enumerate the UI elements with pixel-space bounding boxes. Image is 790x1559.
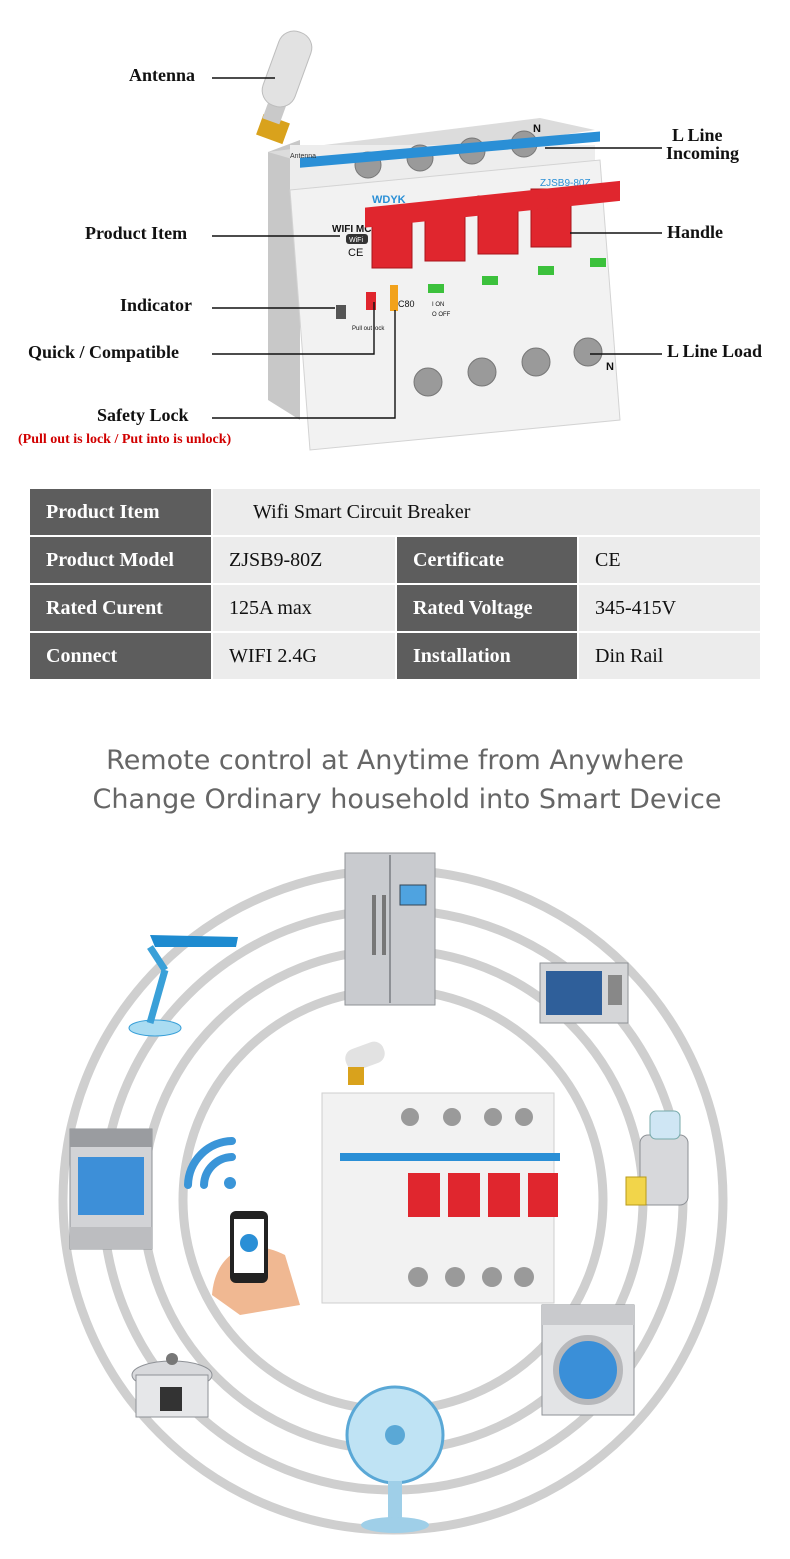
spec-label-cell: Product Item xyxy=(28,487,213,537)
spec-label-cell: Product Model xyxy=(28,535,213,585)
slogan-line-2: Change Ordinary household into Smart Dev… xyxy=(92,784,722,815)
n-mark-top: N xyxy=(533,123,541,135)
washing-machine-icon xyxy=(541,1304,635,1416)
spec-label-cell: Rated Voltage xyxy=(395,583,579,633)
on-text: I ON xyxy=(432,302,444,308)
spec-label-cell: Installation xyxy=(395,631,579,681)
antenna-label: Antenna xyxy=(129,65,196,85)
smart-home-illustration xyxy=(0,835,790,1554)
off-text: O OFF xyxy=(432,312,451,318)
safety-lock-label: Safety Lock xyxy=(97,405,189,425)
spec-value-cell: 125A max xyxy=(211,583,397,633)
antenna-icon xyxy=(256,30,313,145)
oven-icon xyxy=(69,1128,153,1250)
quick-compatible-label: Quick / Compatible xyxy=(28,342,180,362)
handle-group xyxy=(365,180,620,269)
refrigerator-icon xyxy=(344,852,436,1006)
n-mark-bottom: N xyxy=(606,361,614,373)
pull-out-lock-text: Pull out lock xyxy=(352,326,385,332)
l-line-incoming-label-1: L Line xyxy=(672,125,723,145)
rating-text: C80 xyxy=(398,299,415,309)
spec-label-cell: Connect xyxy=(28,631,213,681)
circuit-breaker-icon xyxy=(321,1041,560,1304)
model-text: ZJSB9-80Z xyxy=(540,178,591,189)
juicer-icon xyxy=(625,1110,689,1206)
wifi-icon xyxy=(184,1137,236,1189)
spec-value-cell: CE xyxy=(576,535,763,585)
slogan-line-1: Remote control at Anytime from Anywhere xyxy=(106,745,684,776)
desk-lamp-icon xyxy=(128,935,238,1037)
circuit-breaker-illustration: WDYK ZJSB9-80Z Antenna WIFI MCB WiFi CE … xyxy=(212,30,662,451)
product-diagram: WDYK ZJSB9-80Z Antenna WIFI MCB WiFi CE … xyxy=(0,0,790,470)
indicator-label: Indicator xyxy=(120,295,192,315)
wifi-badge-text: WiFi xyxy=(349,237,363,244)
spec-value-cell: Wifi Smart Circuit Breaker xyxy=(210,487,763,537)
spec-label-cell: Rated Curent xyxy=(28,583,213,633)
microwave-icon xyxy=(539,962,629,1024)
handle-label: Handle xyxy=(667,222,724,242)
spec-value-cell: Din Rail xyxy=(576,631,763,681)
l-line-incoming-label-2: Incoming xyxy=(666,143,740,163)
l-line-load-label: L Line Load xyxy=(667,341,763,361)
antenna-small-text: Antenna xyxy=(290,153,316,160)
product-item-label: Product Item xyxy=(85,223,188,243)
smartphone-hand-icon xyxy=(212,1211,300,1315)
spec-label-cell: Certificate xyxy=(395,535,579,585)
rice-cooker-icon xyxy=(131,1353,213,1418)
ce-text: CE xyxy=(348,247,363,259)
spec-value-cell: 345-415V xyxy=(576,583,763,633)
spec-value-cell: WIFI 2.4G xyxy=(211,631,397,681)
spec-value-cell: ZJSB9-80Z xyxy=(211,535,397,585)
safety-lock-note: (Pull out is lock / Put into is unlock) xyxy=(18,432,232,447)
electric-fan-icon xyxy=(345,1385,445,1533)
brand-text: WDYK xyxy=(372,194,406,206)
wifi-mcb-text: WIFI MCB xyxy=(332,224,379,235)
smart-home-svg xyxy=(58,852,728,1535)
